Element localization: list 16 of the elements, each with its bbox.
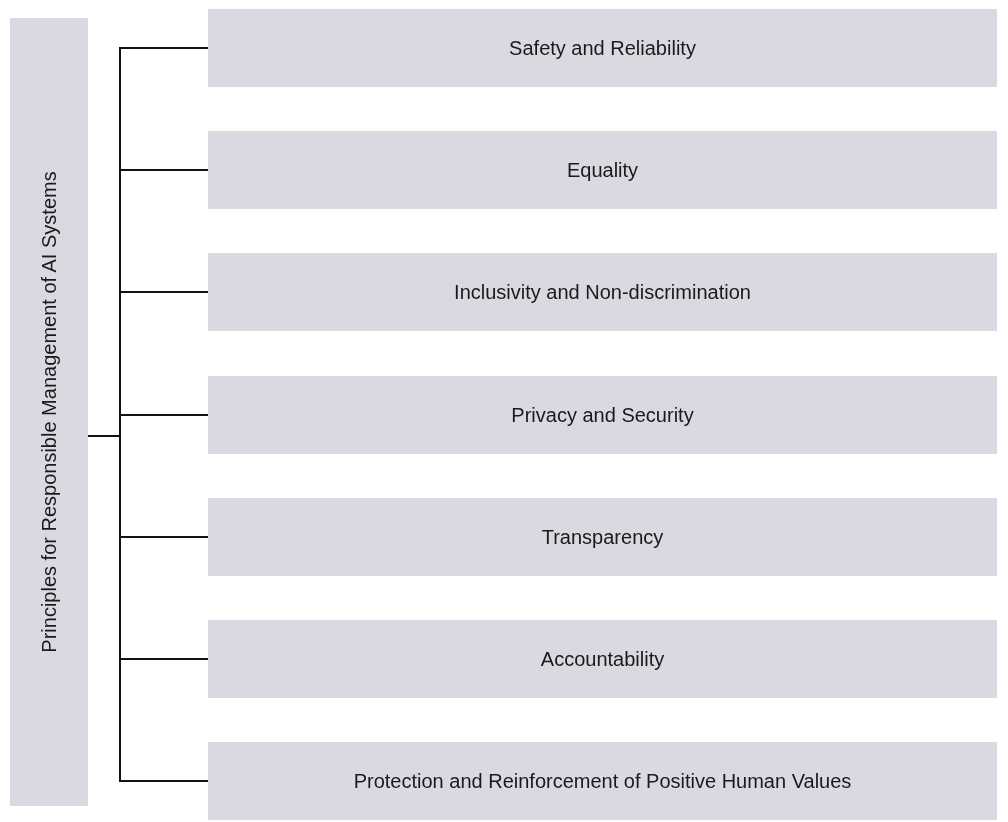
principle-box <box>208 9 997 87</box>
principle-box <box>208 742 997 820</box>
principle-box <box>208 498 997 576</box>
principle-box <box>208 131 997 209</box>
principle-label: Privacy and Security <box>510 403 695 428</box>
principle-box <box>208 620 997 698</box>
principle-label: Accountability <box>539 647 666 672</box>
principle-label: Inclusivity and Non-discrimination <box>453 280 752 305</box>
principle-label: Protection and Reinforcement of Positive Human Values <box>352 769 853 794</box>
principle-box <box>208 253 997 331</box>
category-title: Principles for Responsible Management of AI Systems <box>37 171 61 653</box>
principle-box <box>208 376 997 454</box>
principle-label: Safety and Reliability <box>508 36 697 61</box>
principle-label: Equality <box>565 158 640 183</box>
principle-label: Transparency <box>540 525 665 550</box>
category-bar <box>10 18 88 806</box>
